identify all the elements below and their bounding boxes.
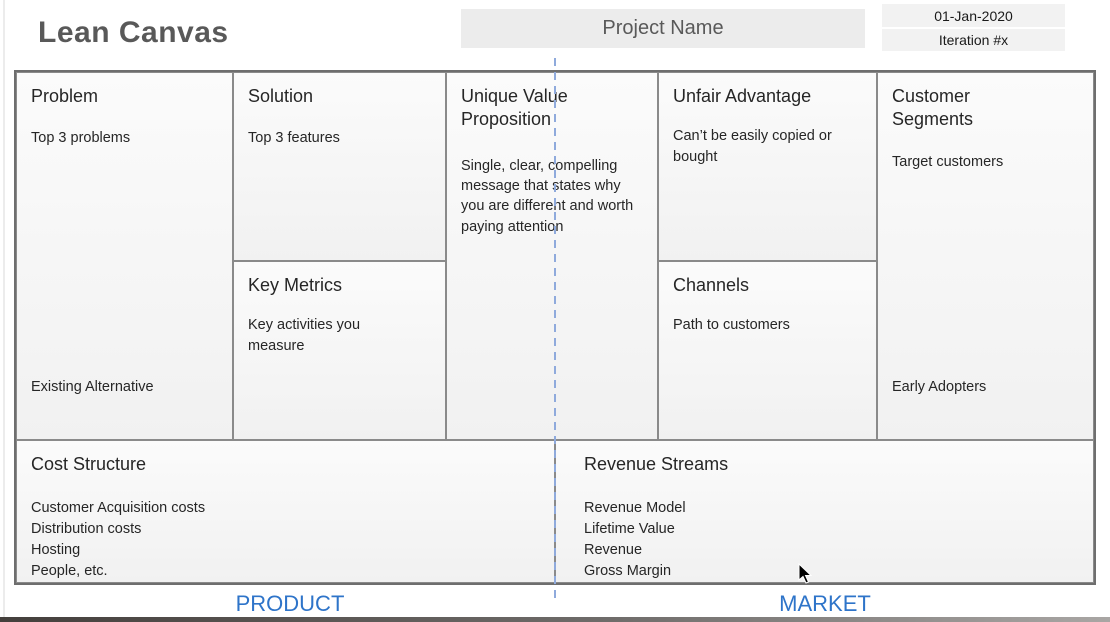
revenue-line: Revenue Model — [584, 500, 686, 517]
revenue-streams-title: Revenue Streams — [584, 454, 729, 474]
unfair-advantage-hint: Can’t be easily copied or bought — [673, 128, 832, 165]
cost-line: Hosting — [31, 542, 81, 559]
customer-segments-title: Customer Segments — [892, 86, 974, 130]
cell-customer-segments: Customer Segments Target customers Early… — [877, 72, 1094, 440]
solution-title: Solution — [248, 86, 314, 106]
project-name-box: Project Name — [461, 9, 865, 48]
unfair-advantage-title: Unfair Advantage — [673, 86, 812, 106]
revenue-line: Gross Margin — [584, 563, 672, 580]
cell-key-metrics: Key Metrics Key activities you measure — [233, 261, 446, 440]
channels-title: Channels — [673, 275, 750, 295]
problem-footer: Existing Alternative — [31, 379, 154, 395]
market-section-label: MARKET — [779, 591, 871, 616]
cell-unique-value-proposition: Unique Value Proposition Single, clear, … — [446, 72, 658, 440]
cost-line: People, etc. — [31, 563, 108, 580]
key-metrics-title: Key Metrics — [248, 275, 343, 295]
cell-unfair-advantage: Unfair Advantage Can’t be easily copied … — [658, 72, 877, 261]
cell-cost-structure: Cost Structure Customer Acquisition cost… — [16, 440, 555, 583]
cost-structure-title: Cost Structure — [31, 454, 147, 474]
cell-problem: Problem Top 3 problems Existing Alternat… — [16, 72, 233, 440]
uvp-hint: Single, clear, compelling message that s… — [461, 157, 634, 235]
slide-left-edge — [3, 0, 5, 617]
date-label: 01-Jan-2020 — [934, 7, 1013, 24]
solution-hint: Top 3 features — [248, 130, 340, 147]
product-section-label: PRODUCT — [235, 591, 345, 616]
revenue-line: Revenue — [584, 542, 643, 559]
key-metrics-hint: Key activities you measure — [248, 317, 361, 354]
product-market-dashed-divider — [554, 58, 556, 600]
problem-title: Problem — [31, 86, 99, 106]
date-box: 01-Jan-2020 — [882, 4, 1065, 27]
cell-revenue-streams: Revenue Streams Revenue Model Lifetime V… — [555, 440, 1094, 583]
iteration-label: Iteration #x — [938, 32, 1009, 48]
cell-channels: Channels Path to customers — [658, 261, 877, 440]
page-title: Lean Canvas — [38, 16, 229, 49]
uvp-title: Unique Value Proposition — [461, 86, 568, 130]
cost-structure-lines: Customer Acquisition costs Distribution … — [31, 498, 540, 582]
problem-hint: Top 3 problems — [31, 130, 131, 147]
mouse-cursor-icon — [798, 563, 813, 584]
channels-hint: Path to customers — [673, 317, 790, 334]
bottom-frame-bar — [0, 617, 1110, 622]
cell-solution: Solution Top 3 features — [233, 72, 446, 261]
cost-line: Customer Acquisition costs — [31, 500, 206, 517]
revenue-streams-lines: Revenue Model Lifetime Value Revenue Gro… — [584, 498, 1079, 582]
iteration-box: Iteration #x — [882, 29, 1065, 51]
cost-line: Distribution costs — [31, 521, 142, 538]
revenue-line: Lifetime Value — [584, 521, 675, 538]
project-name-label: Project Name — [602, 17, 724, 39]
customer-segments-hint: Target customers — [892, 153, 1004, 170]
customer-segments-footer: Early Adopters — [892, 379, 987, 395]
